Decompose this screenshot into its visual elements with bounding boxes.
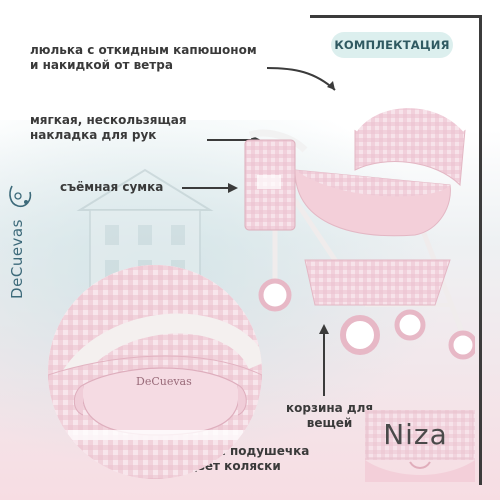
kit-badge-text: КОМПЛЕКТАЦИЯ <box>334 38 450 52</box>
arrow-right-icon <box>266 67 336 91</box>
arrow-up-icon <box>319 324 329 396</box>
label-basket: корзина для вещей <box>286 401 373 431</box>
label-handle-line-1: мягкая, нескользящая <box>30 113 187 127</box>
label-basket-line-1: корзина для <box>286 401 374 415</box>
arrow-right-icon <box>182 183 238 193</box>
label-handle-line-2: накладка для рук <box>30 128 157 142</box>
background-building <box>76 168 214 300</box>
brand-logo-icon <box>9 185 32 208</box>
product-tag <box>365 410 475 482</box>
label-hood: люлька с откидным капюшоном и накидкой о… <box>30 43 257 73</box>
pillow-logo: DeCuevas <box>136 375 192 388</box>
label-bag-line-1: съёмная сумка <box>60 180 164 194</box>
label-hood-line-1: люлька с откидным капюшоном <box>30 43 257 57</box>
decorative-frame <box>310 15 482 485</box>
mattress-closeup: DeCuevas <box>48 265 262 479</box>
label-handle: мягкая, нескользящая накладка для рук <box>30 113 187 143</box>
brand-name: DeCuevas <box>8 219 26 299</box>
stroller-illustration <box>244 103 475 360</box>
label-hood-line-2: и накидкой от ветра <box>30 58 173 72</box>
kit-badge: КОМПЛЕКТАЦИЯ <box>331 32 453 58</box>
label-bag: съёмная сумка <box>60 180 163 195</box>
label-basket-line-2: вещей <box>306 416 353 430</box>
product-name: Niza <box>383 418 448 451</box>
pillow-illustration <box>48 265 262 479</box>
